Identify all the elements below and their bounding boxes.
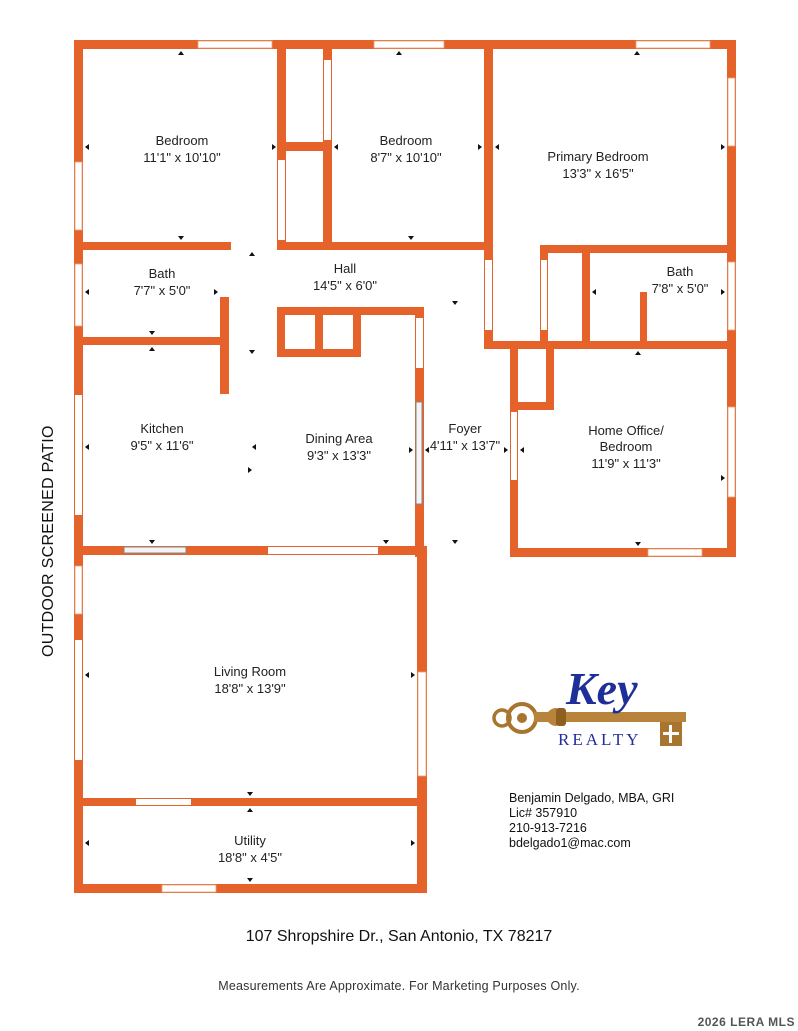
room-size: 18'8" x 13'9" bbox=[214, 681, 286, 696]
wall-bath-right bbox=[220, 297, 229, 394]
wall-bath-bottom bbox=[74, 337, 229, 345]
logo-word: Key bbox=[565, 663, 638, 714]
door-opening bbox=[485, 260, 492, 330]
window bbox=[74, 565, 83, 615]
closet-opening bbox=[324, 60, 331, 140]
window bbox=[373, 40, 445, 49]
wall-closet-right bbox=[353, 307, 361, 357]
room-name: Bedroom bbox=[156, 133, 209, 148]
room-size: 8'7" x 10'10" bbox=[370, 150, 442, 165]
key-realty-logo: Key REALTY bbox=[492, 663, 686, 749]
window bbox=[74, 161, 83, 231]
entry-door bbox=[428, 549, 510, 556]
wall-closet-mid bbox=[277, 142, 332, 151]
wall-pbath-divider bbox=[582, 245, 590, 349]
wall-bottom bbox=[74, 884, 427, 893]
agent-info: Benjamin Delgado, MBA, GRI Lic# 357910 2… bbox=[509, 791, 674, 851]
property-address: 107 Shropshire Dr., San Antonio, TX 7821… bbox=[245, 928, 553, 945]
wall-bottom-right bbox=[512, 548, 736, 557]
agent-license: Lic# 357910 bbox=[509, 806, 578, 820]
agent-phone: 210-913-7216 bbox=[509, 821, 587, 835]
room-size: 7'8" x 5'0" bbox=[652, 281, 709, 296]
wall-closet-bottom bbox=[277, 349, 361, 357]
wall-kitchen-living bbox=[74, 546, 427, 555]
logo-sub: REALTY bbox=[558, 730, 642, 749]
wall-office-top bbox=[484, 341, 736, 349]
agent-email: bdelgado1@mac.com bbox=[509, 836, 631, 850]
living-opening bbox=[268, 547, 378, 554]
room-name: Foyer bbox=[448, 421, 482, 436]
room-size: 4'11" x 13'7" bbox=[430, 438, 501, 453]
disclaimer: Measurements Are Approximate. For Market… bbox=[218, 979, 580, 993]
wall-bed2-bottom bbox=[277, 242, 493, 250]
room-name-line2: Bedroom bbox=[600, 439, 653, 454]
room-size: 13'3" x 16'5" bbox=[562, 166, 634, 181]
agent-name: Benjamin Delgado, MBA, GRI bbox=[509, 791, 675, 805]
room-name: Primary Bedroom bbox=[547, 149, 648, 164]
room-name: Living Room bbox=[214, 664, 286, 679]
utility-opening bbox=[136, 799, 191, 805]
wall-bed2-primary bbox=[484, 49, 493, 349]
wall-office-closet-side bbox=[546, 341, 554, 410]
room-name: Bath bbox=[149, 266, 176, 281]
patio-opening bbox=[75, 395, 82, 515]
room-size: 7'7" x 5'0" bbox=[134, 283, 191, 298]
room-name: Home Office/ bbox=[588, 423, 664, 438]
key-icon bbox=[492, 702, 686, 746]
window bbox=[727, 406, 736, 498]
room-name: Dining Area bbox=[305, 431, 373, 446]
room-size: 9'5" x 11'6" bbox=[130, 438, 193, 453]
wall-closet-top bbox=[277, 307, 424, 315]
wall-utility-top bbox=[74, 798, 427, 806]
office-door bbox=[511, 412, 517, 480]
window bbox=[74, 263, 83, 327]
window bbox=[417, 671, 427, 777]
room-size: 9'3" x 13'3" bbox=[307, 448, 371, 463]
window bbox=[197, 40, 273, 49]
patio-opening bbox=[75, 640, 82, 760]
room-name: Bedroom bbox=[380, 133, 433, 148]
door-opening bbox=[416, 318, 423, 368]
openings bbox=[75, 60, 547, 805]
window bbox=[161, 884, 217, 893]
window bbox=[647, 548, 703, 557]
room-name: Kitchen bbox=[140, 421, 183, 436]
room-name: Utility bbox=[234, 833, 266, 848]
wall-closet-divider bbox=[315, 307, 323, 357]
room-size: 11'1" x 10'10" bbox=[143, 150, 221, 165]
sliding-door bbox=[123, 546, 187, 554]
wall-closet-left bbox=[277, 307, 285, 357]
mls-watermark: 2026 LERA MLS bbox=[697, 1015, 795, 1029]
room-size: 11'9" x 11'3" bbox=[591, 456, 661, 471]
window bbox=[727, 77, 736, 147]
patio-label: OUTDOOR SCREENED PATIO bbox=[40, 425, 57, 657]
room-size: 14'5" x 6'0" bbox=[313, 278, 377, 293]
wall-pbath-top bbox=[540, 245, 728, 253]
room-size: 18'8" x 4'5" bbox=[218, 850, 282, 865]
wall-bed1-bottom bbox=[74, 242, 231, 250]
window bbox=[635, 40, 711, 49]
window bbox=[727, 261, 736, 331]
room-name: Hall bbox=[334, 261, 357, 276]
wall-pbath-inner bbox=[640, 292, 647, 349]
sliding-door bbox=[415, 401, 423, 505]
windows bbox=[74, 40, 736, 893]
room-name: Bath bbox=[667, 264, 694, 279]
closet-opening bbox=[278, 160, 285, 240]
door-opening bbox=[541, 260, 547, 330]
wall-office-closet bbox=[510, 402, 554, 410]
room-labels: Bedroom 11'1" x 10'10" Bedroom 8'7" x 10… bbox=[130, 133, 708, 865]
markers bbox=[85, 51, 725, 882]
